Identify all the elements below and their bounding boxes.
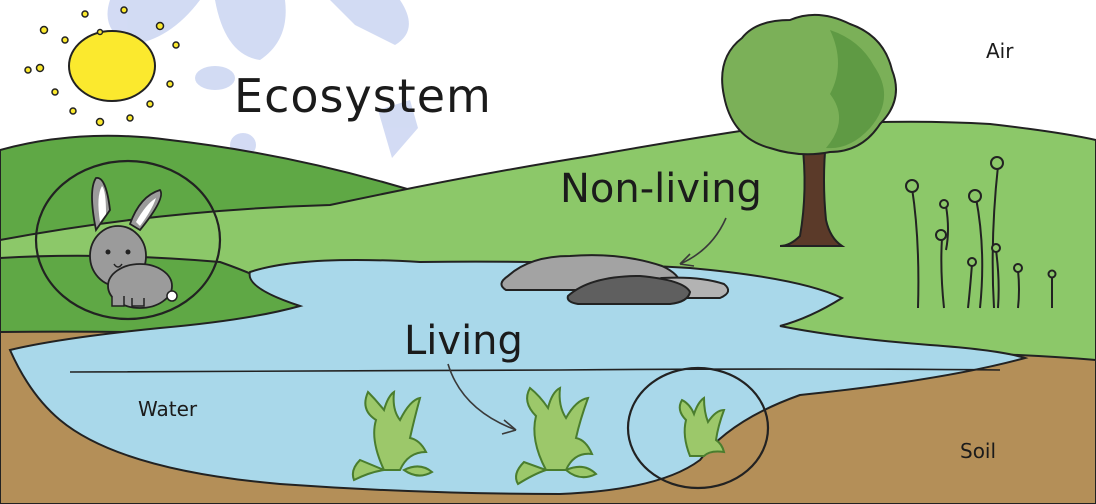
label-water: Water xyxy=(138,397,198,421)
diagram-title: Ecosystem xyxy=(234,69,492,123)
label-living: Living xyxy=(404,318,523,364)
label-non-living: Non-living xyxy=(560,166,762,212)
label-air: Air xyxy=(986,39,1014,63)
label-soil: Soil xyxy=(960,439,996,463)
